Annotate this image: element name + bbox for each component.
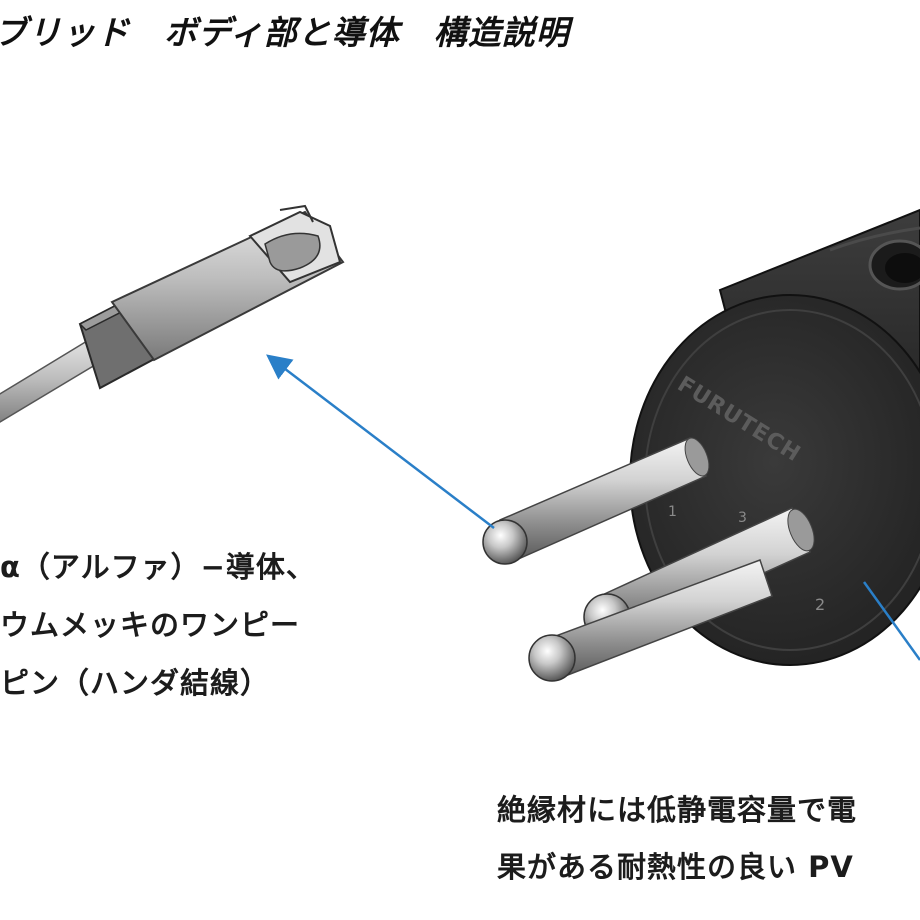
plug-body: FURUTECH 1 3 2 xyxy=(629,208,920,666)
caption-left: α（アルファ）−導体、 ウムメッキのワンピー ピン（ハンダ結線） xyxy=(0,538,316,712)
page-title: ブリッド ボディ部と導体 構造説明 xyxy=(0,13,570,52)
caption-right-line-2: 果がある耐熱性の良い PV xyxy=(497,850,854,884)
caption-left-line-2: ウムメッキのワンピー xyxy=(0,608,301,642)
caption-left-line-1: α（アルファ）−導体、 xyxy=(0,550,316,584)
single-pin-drawing xyxy=(0,204,345,423)
pin-number-3: 3 xyxy=(738,510,747,526)
caption-right: 絶縁材には低静電容量で電 果がある耐熱性の良い PV xyxy=(497,782,857,896)
plug-pins xyxy=(482,437,815,682)
pin-number-2: 2 xyxy=(815,595,825,614)
pin-number-1: 1 xyxy=(668,504,677,520)
caption-right-line-1: 絶縁材には低静電容量で電 xyxy=(497,793,858,827)
caption-left-line-3: ピン（ハンダ結線） xyxy=(0,666,271,700)
arrow-to-pin xyxy=(266,354,495,529)
arrow-to-insulator xyxy=(862,581,920,661)
